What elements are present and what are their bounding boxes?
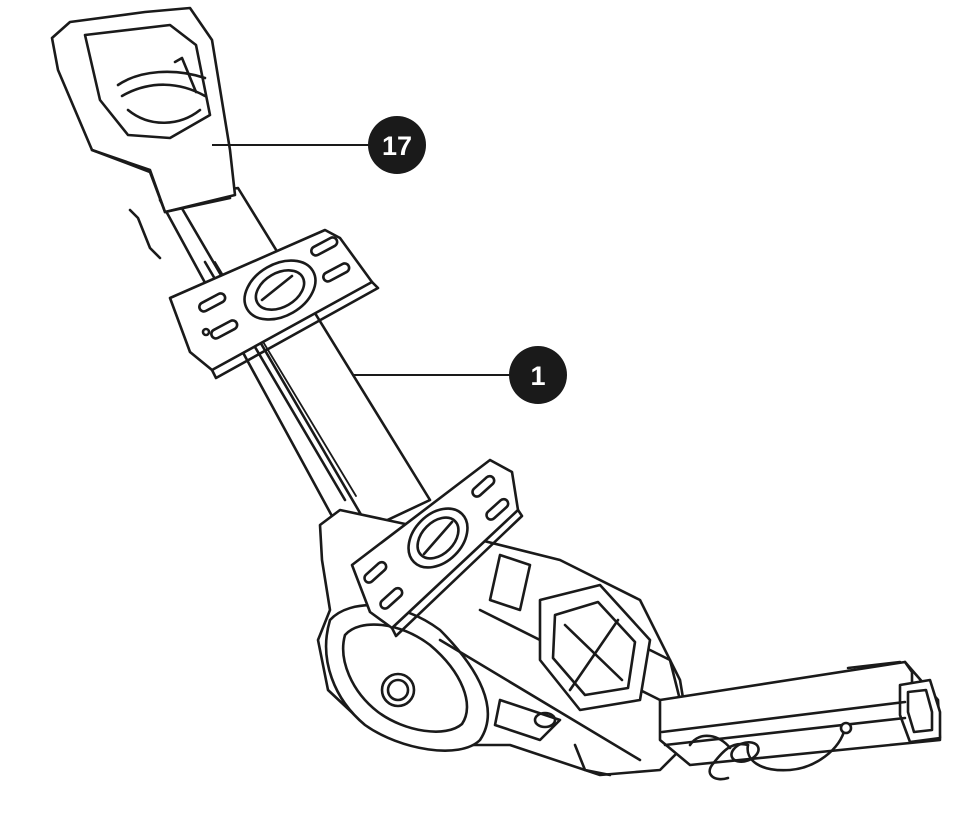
callout-badge-17: 17 (368, 116, 426, 174)
upper-clamp-plate (168, 228, 380, 380)
callout-label-1: 1 (530, 361, 545, 391)
handle-grip (50, 6, 237, 260)
hitch-bar (658, 660, 942, 767)
lower-clamp-plate (350, 458, 524, 638)
safety-pin-clip (688, 721, 853, 781)
main-mast-tube (158, 186, 432, 542)
callout-badge-1: 1 (509, 346, 567, 404)
callout-label-17: 17 (382, 131, 412, 161)
